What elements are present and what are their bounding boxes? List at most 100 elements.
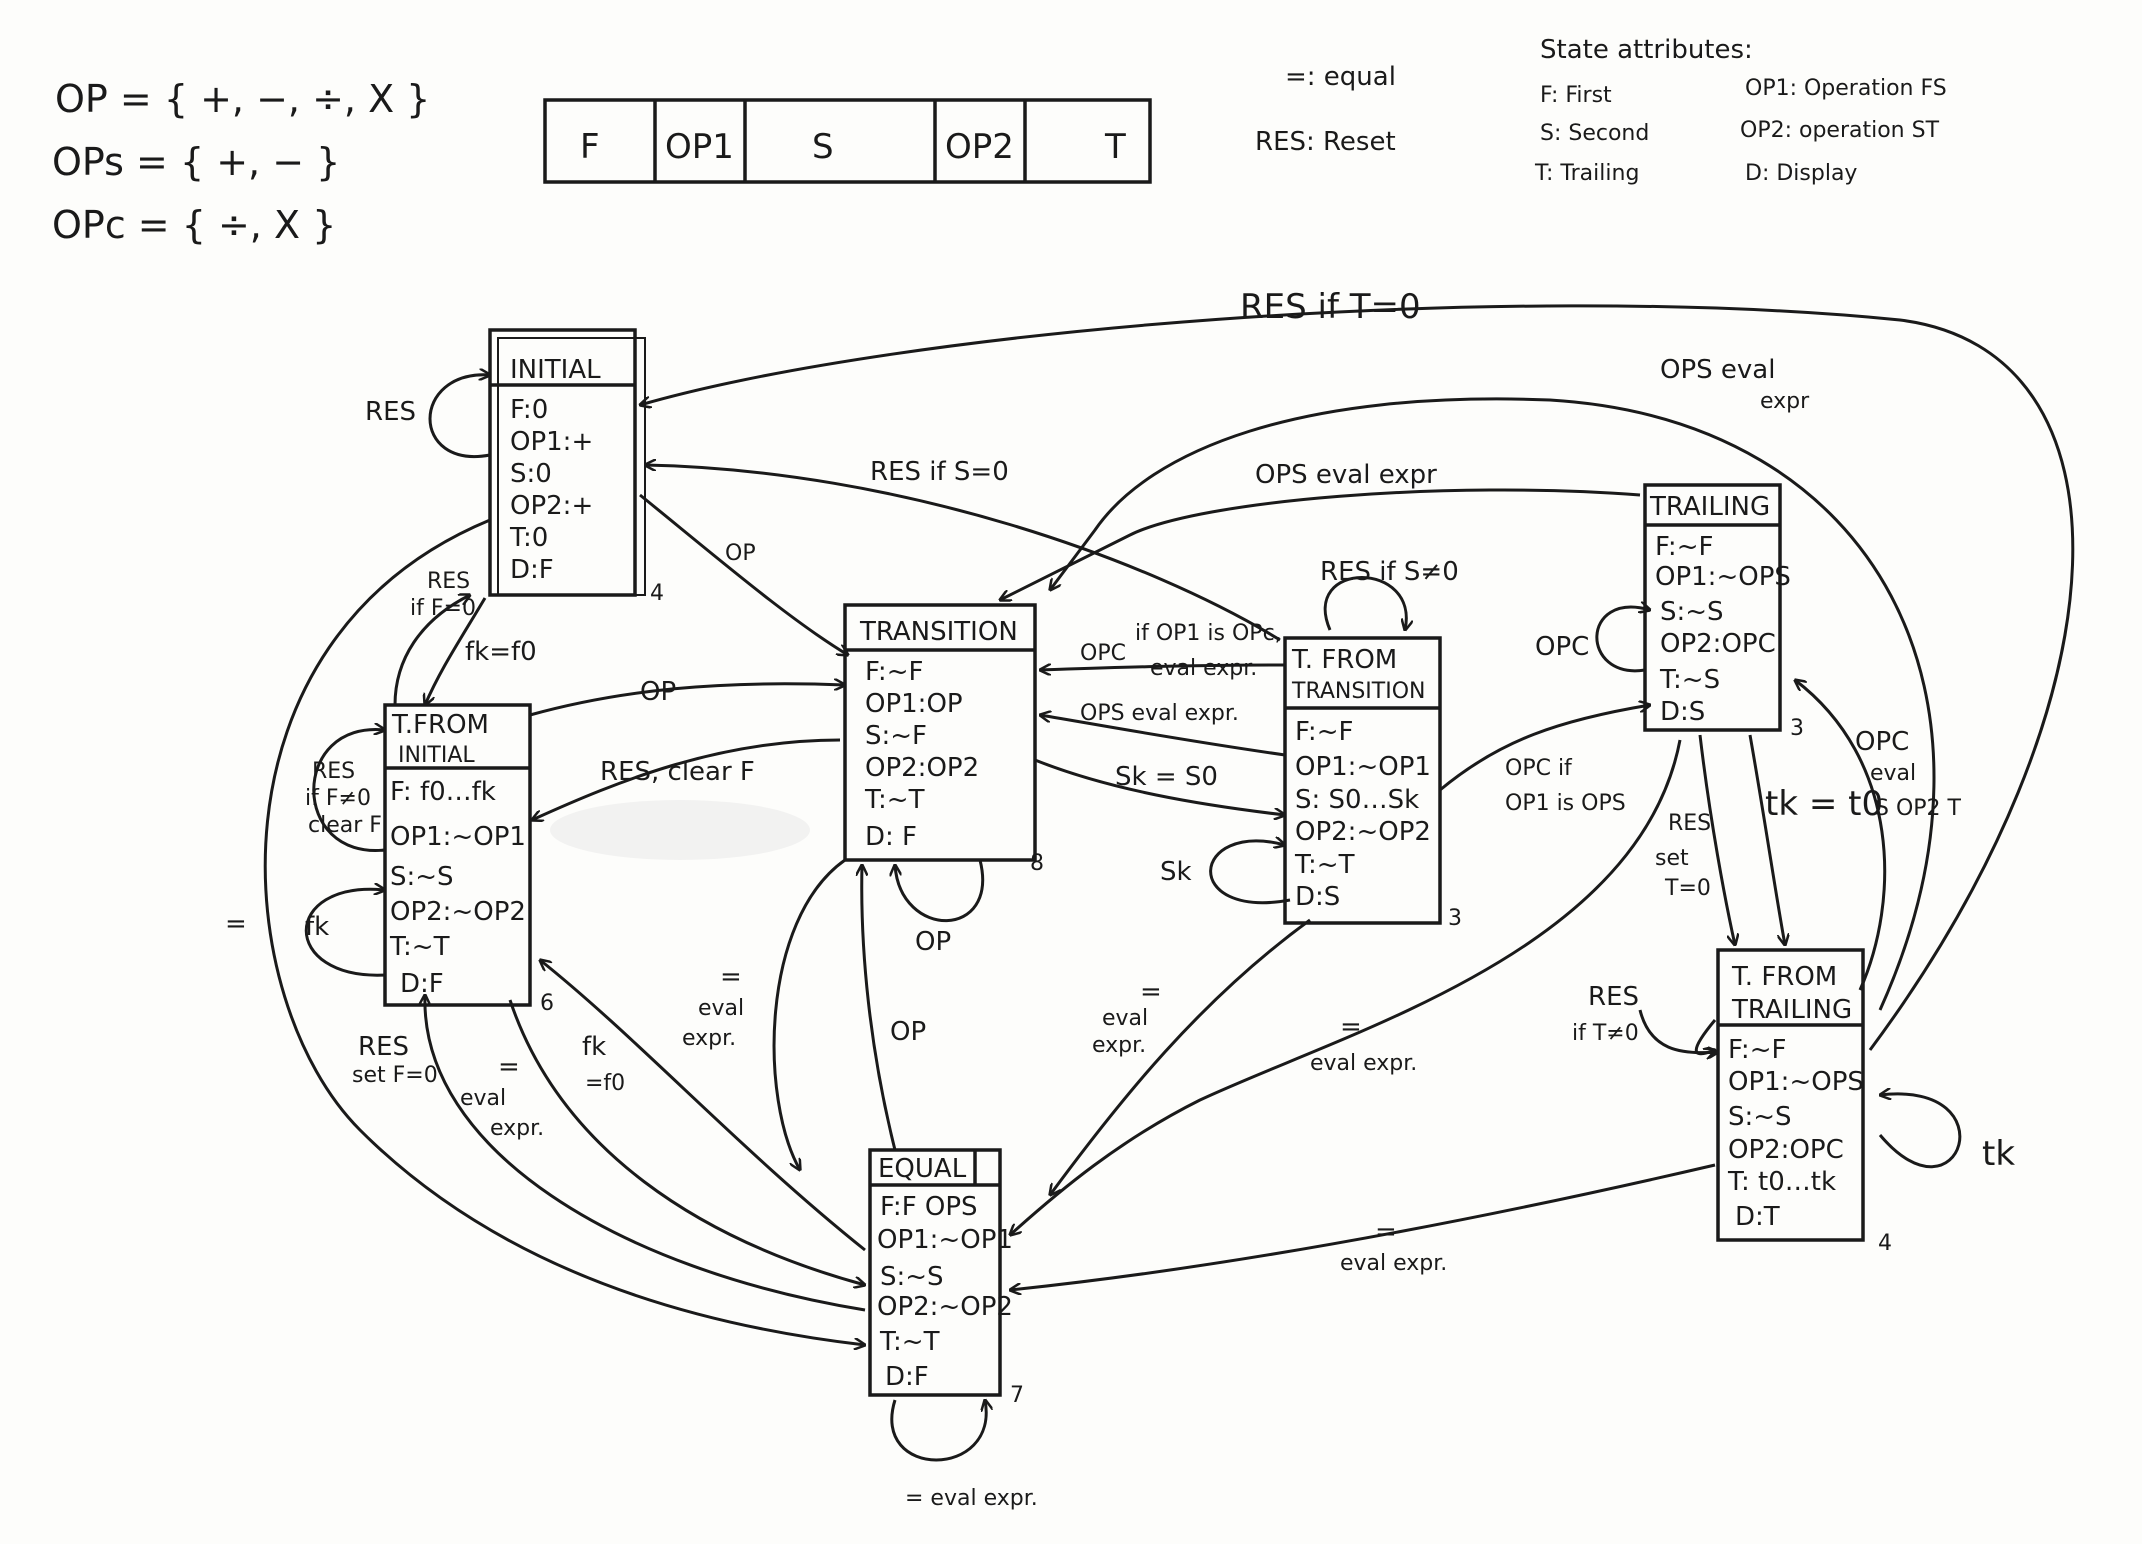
edge-label: OP <box>725 541 756 566</box>
edge-label: OP <box>890 1017 926 1047</box>
edge-label: = <box>1140 977 1162 1007</box>
edge-label: if OP1 is OPc, <box>1135 621 1282 646</box>
edge-label: =f0 <box>585 1071 625 1096</box>
edge-opc-loop <box>1595 607 1650 673</box>
edge-label: Sk = S0 <box>1115 762 1218 792</box>
state-t-from-trailing-title: T. FROM <box>1731 962 1837 992</box>
edge-opc-if-ops <box>1439 705 1650 792</box>
legend-attr: OP1: Operation FS <box>1745 76 1947 101</box>
state-attr: T:~T <box>1294 850 1355 880</box>
legend-attr: T: Trailing <box>1534 161 1639 186</box>
state-attr: S:0 <box>510 459 552 489</box>
legend-attr: D: Display <box>1745 161 1857 186</box>
edge-label: eval <box>1102 1006 1148 1031</box>
legend-equal: =: equal <box>1285 62 1396 92</box>
state-attr: F:~F <box>1728 1035 1786 1065</box>
edge-fk-f0-2 <box>540 960 866 1252</box>
edge-label: RES <box>427 569 470 594</box>
state-t-from-transition-title: TRANSITION <box>1291 679 1426 704</box>
edge-res-clear-f <box>532 738 841 820</box>
state-number: 7 <box>1010 1383 1024 1408</box>
edge-label: = eval expr. <box>905 1486 1038 1511</box>
edge-tk-t0 <box>1748 734 1785 945</box>
state-t-from-transition-title: T. FROM <box>1291 645 1397 675</box>
edge-label: expr. <box>682 1026 736 1051</box>
state-t-from-trailing-title: TRAILING <box>1731 995 1852 1025</box>
state-attr: D:S <box>1660 697 1705 727</box>
state-t-from-initial-title: T.FROM <box>391 710 489 740</box>
state-attr: OP1:~OP1 <box>877 1225 1013 1255</box>
state-attr: D:S <box>1295 882 1340 912</box>
state-number: 3 <box>1790 716 1804 741</box>
state-attr: S: S0…Sk <box>1295 785 1419 815</box>
state-attr: D: F <box>865 822 917 852</box>
edge-eq-eval-2 <box>772 858 846 1170</box>
legend-attr: S: Second <box>1540 121 1649 146</box>
def-ops: OPs = { +, − } <box>52 140 340 184</box>
state-attr: F:~F <box>1655 532 1713 562</box>
state-attr: OP2:~OP2 <box>390 897 526 927</box>
edge-ops-eval-expr-2 <box>1000 488 1641 600</box>
edge-res-if-tnot0 <box>1638 1009 1718 1053</box>
state-number: 6 <box>540 991 554 1016</box>
state-number: 4 <box>1878 1231 1892 1256</box>
edge-label: RES, clear F <box>600 757 755 787</box>
state-t-from-transition-frame <box>1283 636 1442 925</box>
state-attr: D:F <box>400 969 444 999</box>
state-initial-title: INITIAL <box>510 355 601 385</box>
edge-label: RES if S≠0 <box>1320 557 1459 587</box>
edge-label: fk <box>305 912 329 942</box>
edge-ops-eval-tft <box>1040 715 1286 757</box>
edge-label: expr. <box>490 1116 544 1141</box>
state-attr: T:0 <box>509 523 548 553</box>
state-attr: S:~F <box>865 721 927 751</box>
state-attr: OP1:OP <box>865 689 963 719</box>
edge-label: eval expr. <box>1150 656 1257 681</box>
state-attr: T:~S <box>1659 665 1720 695</box>
edge-label: = <box>1375 1217 1397 1247</box>
register-cell: OP2 <box>945 127 1014 167</box>
edge-labels: RES if T=0 OPS eval expr OPS eval expr R… <box>225 287 2015 1511</box>
edge-label: eval <box>698 996 744 1021</box>
edge-label: OPC <box>1535 632 1589 662</box>
edge-label: expr. <box>1092 1033 1146 1058</box>
state-attr: F:~F <box>1295 717 1353 747</box>
edge-sk-loop <box>1209 841 1291 905</box>
edge-label: OPC if <box>1505 756 1573 781</box>
state-attr: OP2:OP2 <box>865 753 979 783</box>
edge-op-trans-loop <box>895 859 984 923</box>
state-t-from-trailing-frame <box>1716 948 1865 1242</box>
edge-label: Sk <box>1160 857 1192 887</box>
state-number: 8 <box>1030 851 1044 876</box>
state-attr: T:~T <box>389 932 450 962</box>
legend-attr: F: First <box>1540 83 1612 108</box>
edges <box>263 304 2075 1462</box>
state-attr: F:F OPS <box>880 1192 978 1222</box>
state-trailing-title: TRAILING <box>1649 492 1770 522</box>
edge-label: OPS eval <box>1660 355 1775 385</box>
edge-label: RES if T=0 <box>1240 287 1421 327</box>
legend: =: equal RES: Reset State attributes: F:… <box>1255 35 1947 186</box>
edge-label: eval <box>460 1086 506 1111</box>
edge-label: fk <box>582 1032 606 1062</box>
state-attr: OP2:~OP2 <box>877 1292 1013 1322</box>
state-attr: S:~S <box>1660 597 1724 627</box>
edge-label: = <box>498 1052 520 1082</box>
state-attr: OP1:~OP1 <box>1295 752 1431 782</box>
edge-label: if T≠0 <box>1572 1021 1639 1046</box>
register-frame <box>543 98 1152 184</box>
edge-ops-eval-expr-1 <box>1050 397 1936 1011</box>
state-attr: S:~S <box>1728 1102 1792 1132</box>
legend-reset: RES: Reset <box>1255 127 1396 157</box>
edge-label: OPC <box>1080 641 1126 666</box>
state-number: 4 <box>650 581 664 606</box>
state-attr: S:~S <box>390 862 454 892</box>
legend-attrs-title: State attributes: <box>1540 35 1753 65</box>
edge-label: eval expr. <box>1310 1051 1417 1076</box>
edge-label: clear F <box>308 813 382 838</box>
state-attr: D:F <box>510 555 554 585</box>
edge-eq-left <box>263 518 865 1345</box>
smudge <box>550 800 810 860</box>
state-attr: F: f0…fk <box>390 777 496 807</box>
state-t-from-transition: T. FROM TRANSITION F:~F OP1:~OP1 S: S0…S… <box>1283 636 1462 931</box>
